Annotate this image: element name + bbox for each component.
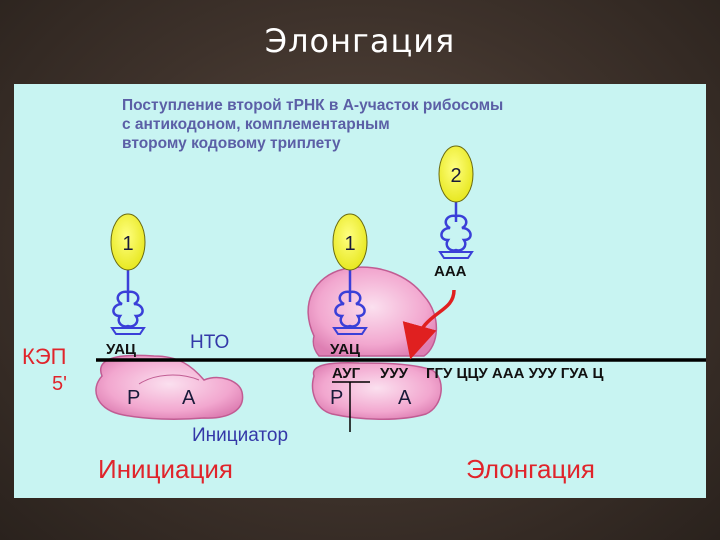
diagram-caption: Поступление второй тРНК в А-участок рибо…	[122, 96, 642, 153]
five-prime-label: 5'	[52, 373, 67, 395]
translation-diagram: Р А Р А КЭП 5' НТО Инициатор УАЦ УАЦ АУГ…	[22, 145, 706, 484]
phase-initiation: Инициация	[98, 454, 233, 484]
trna-1b	[332, 213, 368, 335]
trna-1-number: 1	[122, 233, 133, 255]
codon-aug: АУГ	[332, 365, 361, 382]
caption-line-2: с антикодоном, комплементарным	[122, 116, 390, 133]
nto-label: НТО	[190, 332, 229, 353]
initiator-label: Инициатор	[192, 425, 288, 446]
mrna-sequence: ГГУ ЦЦУ ААА УУУ ГУА Ц	[426, 365, 603, 382]
trna-1	[110, 213, 146, 335]
trna-1b-number: 1	[344, 233, 355, 255]
site-p-left: Р	[127, 387, 140, 409]
ribosome-left	[95, 354, 244, 420]
cap-label: КЭП	[22, 344, 66, 369]
anticodon-1b: УАЦ	[330, 341, 360, 358]
codon-uuu: УУУ	[380, 365, 409, 382]
site-a-left: А	[182, 387, 196, 409]
ribosome-right-small-subunit	[311, 362, 442, 420]
caption-line-3: второму кодовому триплету	[122, 135, 341, 152]
site-p-right: Р	[330, 387, 343, 409]
anticodon-1: УАЦ	[106, 341, 136, 358]
anticodon-2: ААА	[434, 263, 467, 280]
phase-elongation: Элонгация	[466, 454, 595, 484]
trna-2	[438, 145, 474, 259]
caption-line-1: Поступление второй тРНК в А-участок рибо…	[122, 97, 504, 114]
entry-arrow	[402, 289, 456, 360]
ribosome-right-large-subunit	[307, 266, 438, 357]
diagram-panel: Поступление второй тРНК в А-участок рибо…	[14, 84, 706, 498]
site-a-right: А	[398, 387, 412, 409]
slide-title: Элонгация	[264, 22, 456, 60]
trna-2-number: 2	[450, 165, 461, 187]
